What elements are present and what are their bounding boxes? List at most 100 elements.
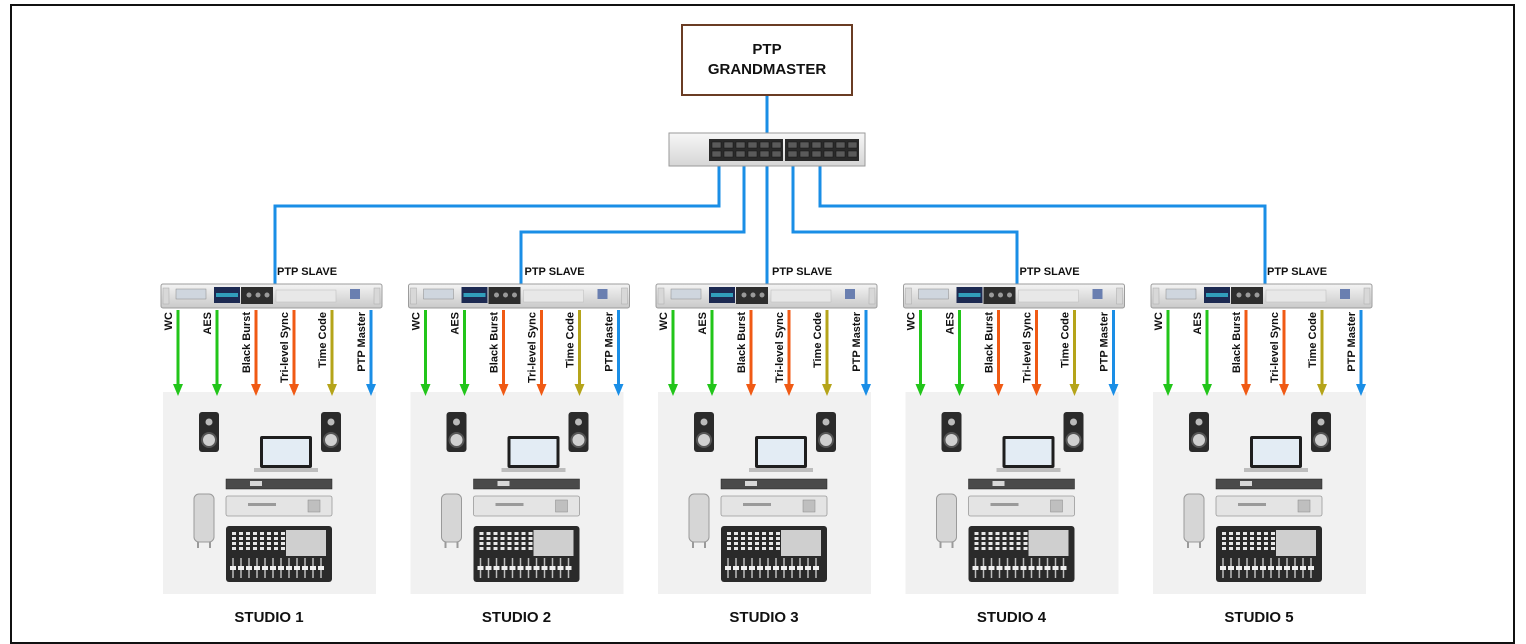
console-button (741, 532, 745, 535)
sync-generator-rack-unit (160, 283, 383, 309)
sync-generator-rack-unit (408, 283, 630, 309)
rack-display-glow (711, 293, 733, 297)
console-button (1229, 537, 1233, 540)
rack-ear-right (1116, 287, 1123, 305)
console-button (762, 532, 766, 535)
console-button (1236, 532, 1240, 535)
network-cable-studio-1 (273, 172, 721, 285)
speaker-tweeter (700, 418, 708, 426)
console-fader-cap (789, 566, 795, 570)
console-fader-cap (1052, 566, 1059, 570)
signal-arrowhead-1 (954, 384, 965, 396)
console-fader-cap (996, 566, 1003, 570)
audio-interface-icon (1215, 495, 1323, 517)
console-button (1009, 547, 1014, 550)
console-fader-cap (1292, 566, 1298, 570)
audio-interface-icon (225, 495, 333, 517)
rack-device-icon (720, 478, 828, 490)
rack-label-area (275, 289, 337, 303)
console-button (479, 542, 484, 545)
console-button (988, 537, 993, 540)
switch-port (847, 141, 858, 149)
ptp-slave-label: PTP SLAVE (277, 266, 337, 278)
rack-knob (989, 292, 994, 298)
console-fader-cap (302, 566, 308, 570)
signal-label: WC (906, 312, 918, 330)
console-button (239, 542, 243, 545)
console-button (988, 542, 993, 545)
console-button (727, 547, 731, 550)
signal-label: WC (411, 312, 423, 330)
console-button (507, 542, 512, 545)
console-fader-cap (517, 566, 524, 570)
signal-arrowhead-4 (574, 384, 585, 396)
console-fader-cap (246, 566, 252, 570)
speaker-woofer (696, 432, 712, 448)
console-button (486, 542, 491, 545)
speaker-tweeter (205, 418, 213, 426)
rack-knob (1007, 292, 1012, 298)
console-button (727, 537, 731, 540)
console-button (776, 542, 780, 545)
console-button (486, 547, 491, 550)
console-button (260, 542, 264, 545)
console-button (1009, 542, 1014, 545)
console-button (1229, 542, 1233, 545)
switch-port (723, 141, 734, 149)
console-button (769, 537, 773, 540)
rack-label-area (770, 289, 832, 303)
switch-port (771, 150, 782, 158)
console-button (762, 537, 766, 540)
console-button (974, 532, 979, 535)
console-fader-cap (270, 566, 276, 570)
rack-ear-left (162, 287, 170, 305)
console-button (1222, 532, 1226, 535)
rack-knob (1245, 292, 1251, 298)
audio-interface-icon (720, 495, 828, 517)
console-button (748, 537, 752, 540)
switch-port (735, 141, 746, 149)
console-button (1023, 542, 1028, 545)
studio-name-label: STUDIO 2 (482, 609, 551, 626)
rack-lcd-panel (670, 288, 702, 300)
speaker-tweeter (575, 418, 582, 426)
console-fader-cap (757, 566, 763, 570)
switch-port (835, 141, 846, 149)
console-fader-cap (1300, 566, 1306, 570)
console-button (769, 547, 773, 550)
console-button (1009, 532, 1014, 535)
console-button (1236, 547, 1240, 550)
laptop-base (501, 468, 566, 472)
grandmaster-label-line2: GRANDMASTER (707, 61, 827, 78)
audio-interface-knob (1050, 499, 1063, 513)
console-button (281, 532, 285, 535)
console-fader-cap (741, 566, 747, 570)
console-fader-cap (278, 566, 284, 570)
console-button (253, 542, 257, 545)
rack-knob (759, 292, 765, 298)
audio-interface-icon (968, 495, 1075, 517)
console-button (514, 537, 519, 540)
rack-device-display (745, 481, 757, 486)
switch-port (747, 141, 758, 149)
speaker-tweeter (327, 418, 335, 426)
rack-lcd-panel (423, 288, 454, 300)
console-button (1023, 532, 1028, 535)
console-button (974, 542, 979, 545)
console-button (1222, 542, 1226, 545)
sync-generator-rack-unit (1150, 283, 1373, 309)
console-button (741, 537, 745, 540)
console-fader-cap (254, 566, 260, 570)
switch-port (723, 150, 734, 158)
console-button (769, 532, 773, 535)
rack-ear-right (868, 287, 876, 305)
console-button (1257, 537, 1261, 540)
console-button (1271, 542, 1275, 545)
console-button (521, 532, 526, 535)
console-button (281, 537, 285, 540)
